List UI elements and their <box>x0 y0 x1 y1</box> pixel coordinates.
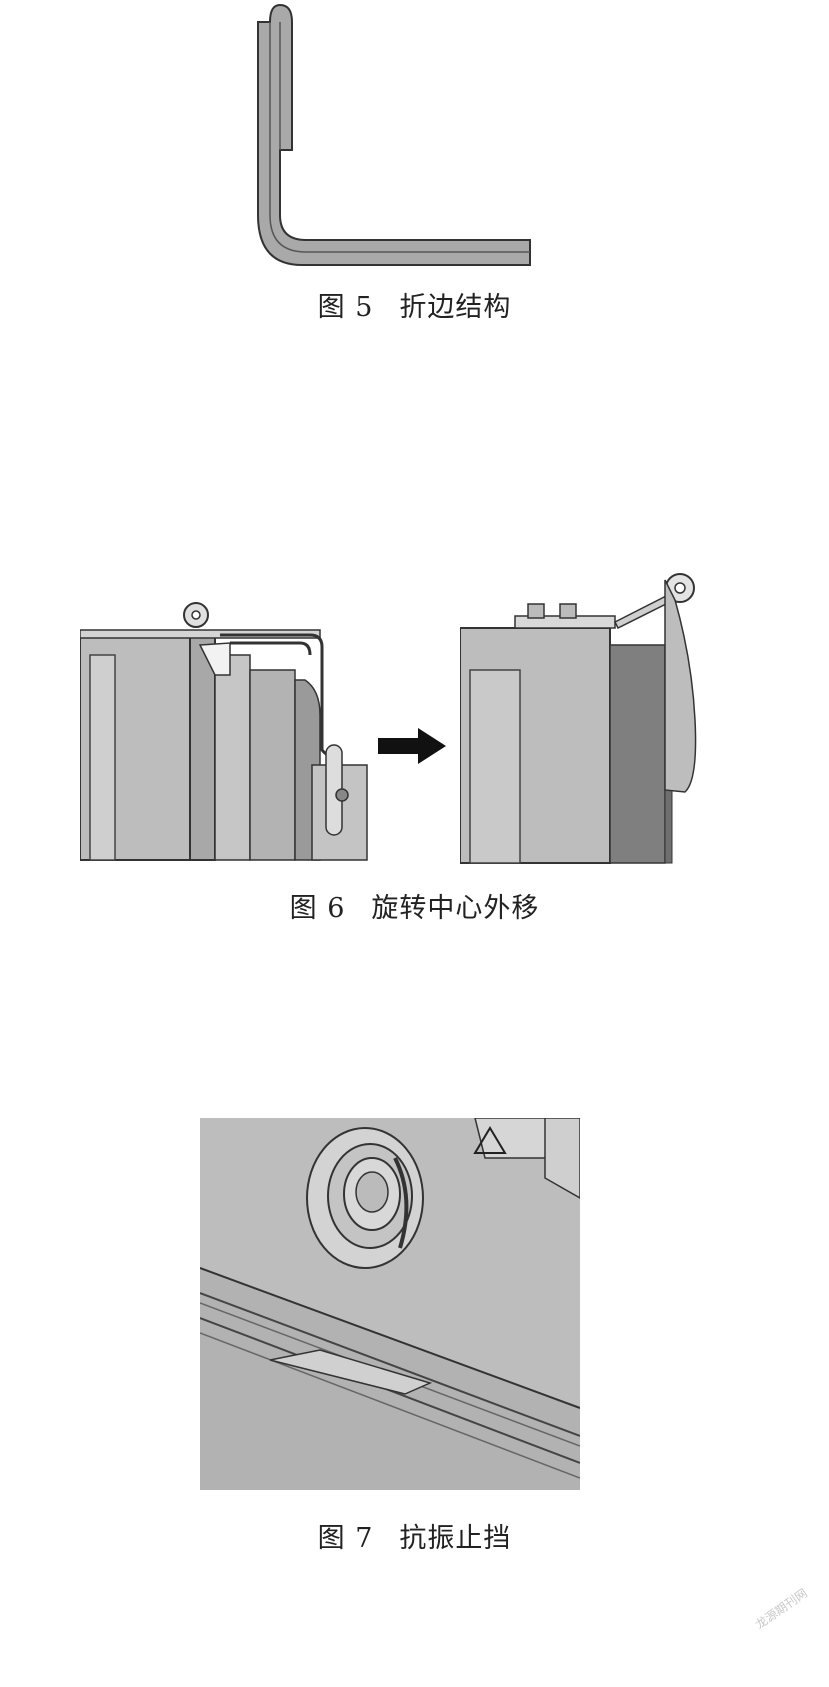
figure-7-title: 抗振止挡 <box>399 1523 512 1554</box>
figure-5-drawing <box>257 3 531 266</box>
figure-5-caption: 图 5 折边结构 <box>0 285 829 324</box>
figure-5-title: 折边结构 <box>399 292 512 323</box>
figure-7-image <box>200 1118 580 1490</box>
arrow-right-icon <box>378 728 446 764</box>
figure-7-number: 图 7 <box>317 1523 374 1554</box>
figure-7-caption: 图 7 抗振止挡 <box>0 1516 829 1555</box>
figure-6-left-drawing <box>80 602 368 861</box>
figure-5-number: 图 5 <box>317 292 374 323</box>
figure-6-title: 旋转中心外移 <box>371 893 540 924</box>
figure-6-caption: 图 6 旋转中心外移 <box>0 886 829 925</box>
figure-6-right-drawing <box>460 573 697 864</box>
watermark: 龙源期刊网 <box>752 1585 810 1632</box>
figure-6-number: 图 6 <box>289 893 346 924</box>
